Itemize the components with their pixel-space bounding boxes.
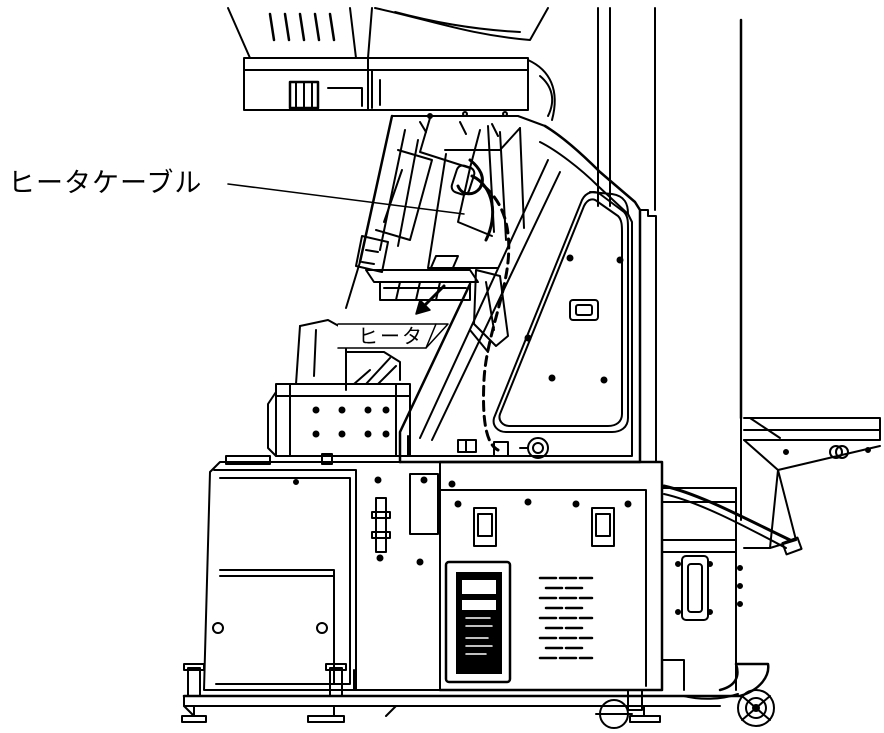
heater-label: ヒータ [358, 324, 424, 348]
heater-direction-arrow [422, 284, 446, 308]
heater-cable-label: ヒータケーブル [8, 168, 203, 199]
control-cabinet [438, 460, 664, 692]
cable-route-dashed [482, 184, 511, 452]
heater-cable-leader [227, 183, 465, 215]
top-hopper [227, 7, 556, 121]
lower-left-cabinet [203, 453, 441, 691]
main-cabinet [398, 124, 657, 464]
center-box [267, 319, 411, 457]
heater-cable [470, 174, 495, 242]
right-frame [661, 417, 881, 691]
vertical-pipes [597, 7, 743, 521]
heater-callout-frame [337, 323, 449, 349]
tilted-chute [345, 111, 546, 353]
heater-arrow-head [415, 299, 431, 315]
base-and-wheels [181, 662, 775, 729]
